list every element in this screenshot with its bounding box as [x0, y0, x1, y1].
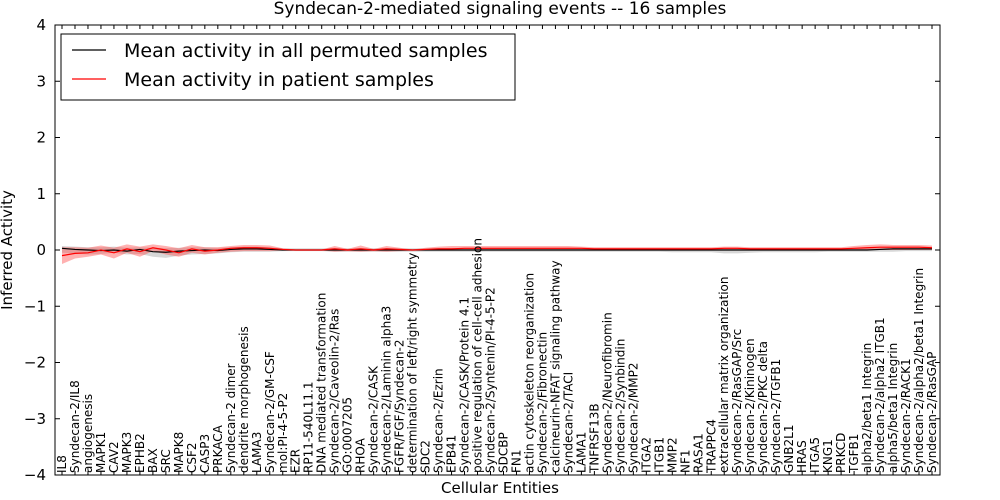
- x-tick-label: Syndecan-2/CASK: [367, 365, 381, 473]
- x-tick-label: LAMA1: [574, 432, 588, 473]
- x-tick-label: MAPK3: [120, 432, 134, 473]
- x-tick-label: calcineurin-NFAT signaling pathway: [548, 260, 562, 473]
- x-tick-label: FGFR/FGF/Syndecan-2: [393, 340, 407, 473]
- x-tick-label: Syndecan-2/Synbindin: [613, 339, 627, 473]
- x-tick-label: Syndecan-2/alpha2/beta1 Integrin: [912, 268, 926, 473]
- x-tick-label: Syndecan-2/Laminin alpha3: [380, 306, 394, 473]
- y-tick-label: −2: [24, 354, 46, 372]
- x-tick-label: determination of left/right symmetry: [406, 253, 420, 473]
- x-tick-label: extracellular matrix organization: [717, 277, 731, 474]
- x-tick-label: CAV2: [107, 441, 121, 473]
- x-tick-label: MAPK8: [172, 432, 186, 473]
- y-tick-label: 4: [36, 16, 46, 34]
- x-tick-label: Syndecan-2/GM-CSF: [263, 351, 277, 473]
- x-axis-label: Cellular Entities: [441, 479, 559, 497]
- x-tick-label: LAMA3: [250, 432, 264, 473]
- y-tick-label: −1: [24, 297, 46, 315]
- plot-area: [61, 244, 933, 265]
- x-tick-label: EPHB2: [133, 433, 147, 473]
- x-tick-label: mol:PI-4-5-P2: [276, 393, 290, 473]
- x-tick-label: actin cytoskeleton reorganization: [522, 273, 536, 473]
- x-tick-label: NF1: [678, 449, 692, 473]
- x-tick-label: ITGA2: [639, 437, 653, 473]
- x-tick-label: SDC2: [419, 440, 433, 473]
- x-tick-label: FN1: [509, 449, 523, 473]
- x-tick-label: Syndecan-2/Kininogen: [743, 338, 757, 473]
- x-tick-label: Syndecan-2/Caveolin-2/Ras: [328, 309, 342, 473]
- x-axis: IL8Syndecan-2/IL8angiogenesisMAPK1CAV2MA…: [55, 25, 939, 475]
- x-tick-label: MMP2: [665, 437, 679, 473]
- x-tick-label: PRKCD: [834, 433, 848, 473]
- x-tick-label: Syndecan-2/Ezrin: [432, 368, 446, 473]
- x-tick-label: Syndecan-2/RasGAP: [925, 352, 939, 473]
- x-tick-label: RASA1: [691, 433, 705, 473]
- line-permuted: [61, 247, 932, 253]
- y-tick-label: −3: [24, 410, 46, 428]
- x-tick-label: Syndecan-2/IL8: [68, 380, 82, 473]
- x-tick-label: Syndecan-2/MMP2: [626, 363, 640, 473]
- x-tick-label: GNB2L1: [782, 425, 796, 473]
- chart-title: Syndecan-2-mediated signaling events -- …: [274, 0, 727, 19]
- x-tick-label: RP11-540L11.1: [302, 382, 316, 473]
- y-tick-label: −4: [24, 466, 46, 484]
- x-tick-label: PRKACA: [211, 424, 225, 473]
- x-tick-label: IL8: [55, 455, 69, 473]
- x-tick-label: Syndecan-2/RACK1: [899, 358, 913, 473]
- x-tick-label: dendrite morphogenesis: [237, 326, 251, 473]
- x-tick-label: alpha5/beta1 Integrin: [886, 343, 900, 473]
- x-tick-label: Syndecan-2/RasGAP/Src: [730, 329, 744, 473]
- x-tick-label: SRC: [159, 449, 173, 473]
- x-tick-label: DNA mediated transformation: [315, 293, 329, 473]
- x-tick-label: Syndecan-2/Fibronectin: [535, 332, 549, 473]
- legend-box: [60, 33, 516, 101]
- x-tick-label: TNFRSF13B: [587, 403, 601, 474]
- x-tick-label: CASP3: [198, 434, 212, 473]
- x-tick-label: TGFB1: [847, 434, 861, 474]
- x-tick-label: Syndecan-2/alpha2 ITGB1: [873, 317, 887, 473]
- x-tick-label: MAPK1: [94, 432, 108, 473]
- x-tick-label: Syndecan-2/CASK/Protein 4.1: [458, 297, 472, 473]
- x-tick-label: RHOA: [354, 437, 368, 473]
- x-tick-label: ITGA5: [808, 437, 822, 473]
- x-tick-label: CSF2: [185, 442, 199, 473]
- x-tick-label: Syndecan-2/Syntenin/PI-4-5-P2: [484, 287, 498, 473]
- x-tick-label: angiogenesis: [81, 394, 95, 473]
- x-tick-label: positive regulation of cell-cell adhesio…: [471, 238, 485, 473]
- x-tick-label: TRAPPC4: [704, 419, 718, 474]
- x-tick-label: SDCBP: [496, 432, 510, 473]
- y-tick-label: 2: [36, 129, 46, 147]
- x-tick-label: EPB41: [445, 435, 459, 473]
- x-tick-label: KNG1: [821, 439, 835, 473]
- x-tick-label: Syndecan-2/TACI: [561, 372, 575, 473]
- y-tick-label: 0: [36, 241, 46, 259]
- y-axis: −4 −3 −2 −1 0 1 2 3 4: [24, 16, 940, 484]
- x-tick-label: GO:0007205: [341, 397, 355, 473]
- x-tick-label: alpha2/beta1 Integrin: [860, 343, 874, 473]
- x-tick-label: Syndecan-2/PKC delta: [756, 341, 770, 473]
- x-tick-label: ITGB1: [652, 437, 666, 473]
- y-axis-label: Inferred Activity: [0, 190, 16, 310]
- x-tick-label: Syndecan-2/TGFB1: [769, 359, 783, 473]
- x-tick-label: Syndecan-2/Neurofibromin: [600, 312, 614, 473]
- y-tick-label: 3: [36, 72, 46, 90]
- x-tick-label: Syndecan-2 dimer: [224, 363, 238, 473]
- x-tick-label: BAX: [146, 448, 160, 473]
- legend: Mean activity in all permuted samples Me…: [60, 33, 516, 101]
- x-tick-label: HRAS: [795, 440, 809, 473]
- line-patient: [61, 246, 933, 257]
- legend-label-patient: Mean activity in patient samples: [124, 69, 434, 91]
- legend-label-permuted: Mean activity in all permuted samples: [124, 40, 487, 62]
- x-tick-label: EZR: [289, 449, 303, 473]
- y-tick-label: 1: [36, 185, 46, 203]
